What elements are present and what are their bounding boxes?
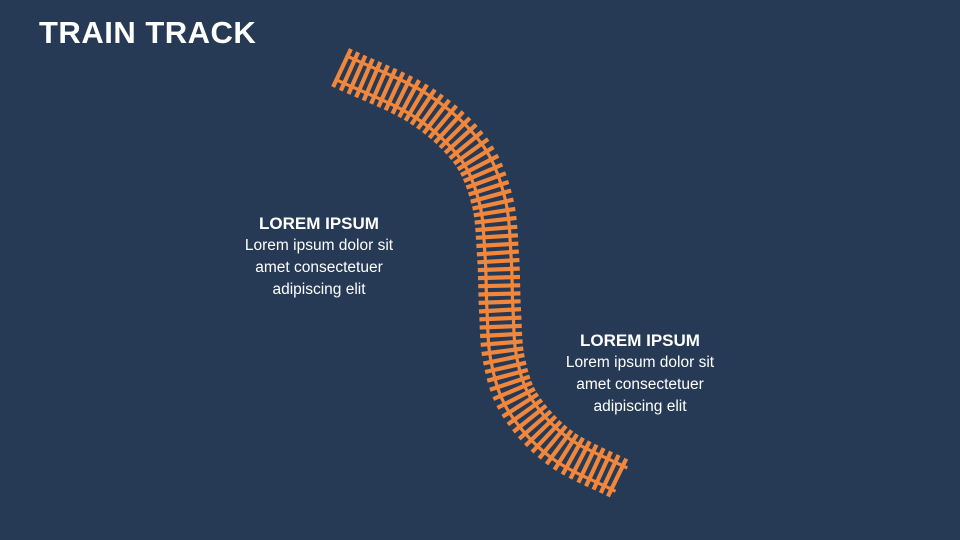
text-block-2-heading: LOREM IPSUM: [580, 331, 700, 350]
text-block-2: LOREM IPSUM Lorem ipsum dolor sit amet c…: [530, 330, 750, 418]
text-block-2-body: Lorem ipsum dolor sit amet consectetuer …: [565, 354, 715, 415]
track-tie: [478, 291, 521, 297]
text-block-1-heading: LOREM IPSUM: [259, 214, 379, 233]
track-tie: [479, 323, 522, 330]
track-tie: [479, 331, 523, 339]
track-rail-right: [346, 54, 629, 470]
track-tie: [477, 257, 520, 265]
slide-title: TRAIN TRACK: [39, 15, 257, 50]
track-tie: [479, 315, 522, 322]
track-tie: [477, 266, 520, 273]
text-block-1: LOREM IPSUM Lorem ipsum dolor sit amet c…: [209, 213, 429, 301]
track-tie: [477, 274, 521, 281]
text-block-1-body: Lorem ipsum dolor sit amet consectetuer …: [244, 237, 394, 298]
track-tie: [478, 299, 521, 305]
track-rail-left: [335, 78, 617, 493]
track-tie: [478, 283, 521, 289]
